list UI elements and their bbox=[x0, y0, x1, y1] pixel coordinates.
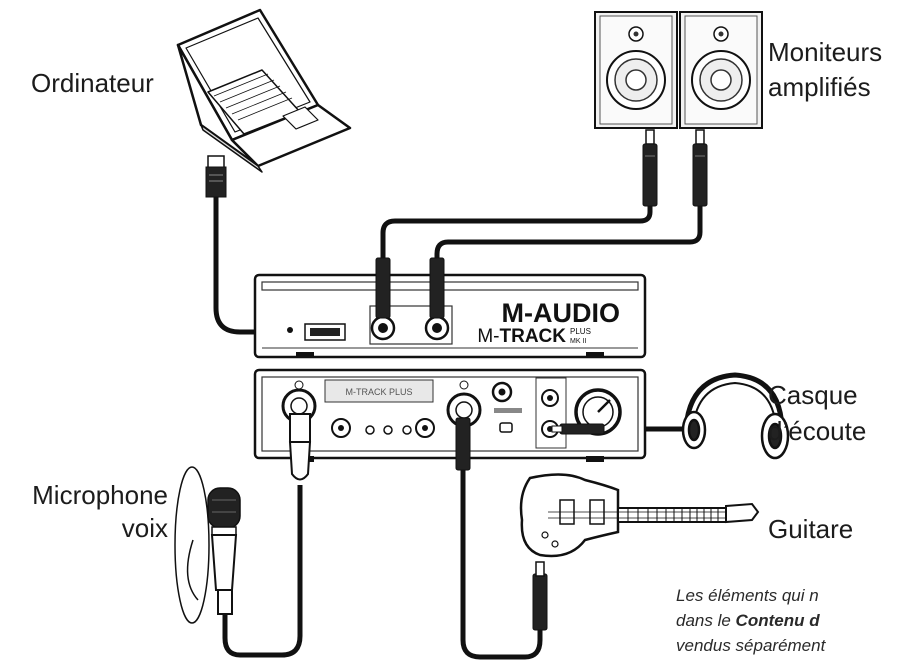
headphone-plug-icon bbox=[551, 423, 605, 435]
guitar-icon bbox=[519, 473, 760, 558]
laptop-icon bbox=[176, 8, 352, 173]
note-line1: Les éléments qui n bbox=[676, 586, 819, 605]
rear-output-plug-left-icon bbox=[375, 257, 391, 319]
separately-sold-note: Les éléments qui n dans le Contenu d ven… bbox=[676, 583, 898, 665]
label-headphones-line2: d’écoute bbox=[768, 416, 867, 446]
interface-front-panel: M-TRACK PLUS bbox=[253, 368, 647, 462]
label-microphone-line1: Microphone bbox=[32, 480, 168, 510]
label-microphone-line2: voix bbox=[121, 513, 168, 543]
guitar-cable bbox=[460, 470, 543, 660]
rear-output-plug-right-icon bbox=[429, 257, 445, 319]
front-model-logo: M-TRACK PLUS bbox=[345, 387, 412, 397]
brand-logo: M-AUDIO bbox=[502, 298, 620, 328]
guitar-plug-icon bbox=[532, 561, 548, 631]
note-line2: dans le Contenu d bbox=[676, 611, 820, 630]
monitor-cable-left bbox=[380, 205, 653, 266]
interface-rear-panel bbox=[253, 273, 647, 359]
label-guitar: Guitare bbox=[768, 514, 854, 544]
monitor-jack-left-icon bbox=[642, 129, 658, 207]
microphone-cable bbox=[222, 485, 303, 658]
label-monitors-line1: Moniteurs bbox=[768, 37, 883, 67]
model-suffix: PLUS bbox=[570, 327, 591, 336]
usb-cable bbox=[213, 195, 305, 335]
headphones-icon bbox=[681, 372, 790, 460]
xlr-plug-icon bbox=[288, 413, 312, 481]
guitar-plug-front-icon bbox=[455, 417, 471, 471]
monitor-speaker-right-icon bbox=[679, 11, 763, 129]
monitor-jack-right-icon bbox=[692, 129, 708, 207]
monitor-speaker-left-icon bbox=[594, 11, 678, 129]
microphone-icon bbox=[174, 466, 241, 624]
label-computer: Ordinateur bbox=[31, 68, 154, 98]
model-logo: M-TRACK bbox=[477, 326, 566, 347]
label-monitors-line2: amplifiés bbox=[768, 72, 871, 102]
model-badge: MK II bbox=[570, 338, 586, 345]
label-headphones-line1: Casque bbox=[768, 380, 858, 410]
monitor-cable-right bbox=[434, 205, 703, 266]
usb-plug-icon bbox=[205, 155, 227, 198]
note-line3: vendus séparément bbox=[676, 636, 826, 655]
